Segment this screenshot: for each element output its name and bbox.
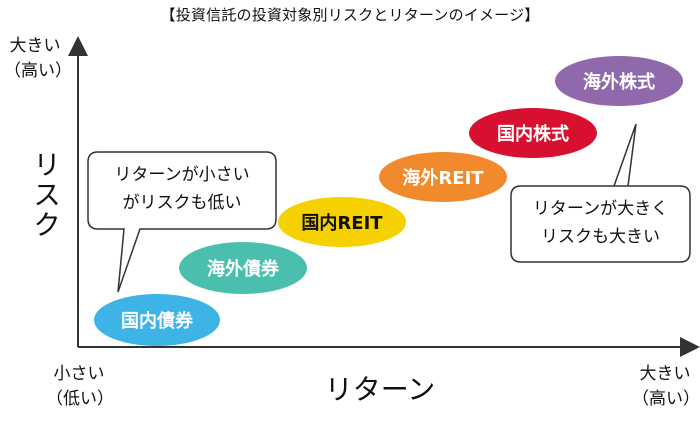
callout-low-bubble bbox=[87, 151, 277, 293]
asset-domestic-bonds: 国内債券 bbox=[94, 294, 220, 346]
asset-foreign-bonds-label: 海外債券 bbox=[207, 259, 279, 280]
asset-foreign-reit-label: 海外REIT bbox=[402, 168, 484, 189]
y-axis-title-text: リスク bbox=[29, 150, 62, 240]
asset-foreign-stocks: 海外株式 bbox=[555, 56, 683, 106]
asset-domestic-stocks: 国内株式 bbox=[469, 108, 597, 158]
x-axis-title: リターン bbox=[324, 373, 436, 406]
asset-foreign-bonds: 海外債券 bbox=[179, 242, 307, 294]
callout-high-line2: リスクも大きい bbox=[541, 227, 660, 247]
x-axis-low-paren: （低い） bbox=[46, 389, 114, 409]
y-axis-high-label: 大きい （高い） bbox=[4, 34, 72, 84]
asset-foreign-stocks-label: 海外株式 bbox=[583, 72, 655, 93]
callout-high-text: リターンが大きく リスクも大きい bbox=[511, 195, 690, 251]
x-axis-high-paren: （高い） bbox=[632, 389, 700, 409]
callout-low-line1: リターンが小さい bbox=[114, 165, 250, 185]
y-axis-title: リスク bbox=[28, 150, 62, 240]
callout-low-text: リターンが小さい がリスクも低い bbox=[88, 161, 276, 217]
callout-high-bubble bbox=[510, 123, 691, 263]
x-axis-low-text: 小さい bbox=[53, 364, 105, 384]
x-axis-high-label: 大きい （高い） bbox=[632, 362, 700, 412]
diagram-title: 【投資信託の投資対象別リスクとリターンのイメージ】 bbox=[160, 6, 540, 24]
x-axis-low-label: 小さい （低い） bbox=[46, 362, 114, 412]
asset-domestic-stocks-label: 国内株式 bbox=[497, 124, 569, 145]
callout-high-line1: リターンが大きく bbox=[532, 199, 669, 219]
asset-domestic-reit-label: 国内REIT bbox=[301, 213, 383, 234]
x-axis-high-text: 大きい bbox=[639, 364, 691, 384]
asset-foreign-reit: 海外REIT bbox=[379, 152, 507, 202]
callout-low-line2: がリスクも低い bbox=[122, 193, 242, 213]
y-axis-high-paren: （高い） bbox=[4, 61, 72, 81]
asset-domestic-reit: 国内REIT bbox=[278, 197, 406, 247]
asset-domestic-bonds-label: 国内債券 bbox=[121, 311, 193, 332]
y-axis-high-text: 大きい bbox=[9, 36, 61, 56]
